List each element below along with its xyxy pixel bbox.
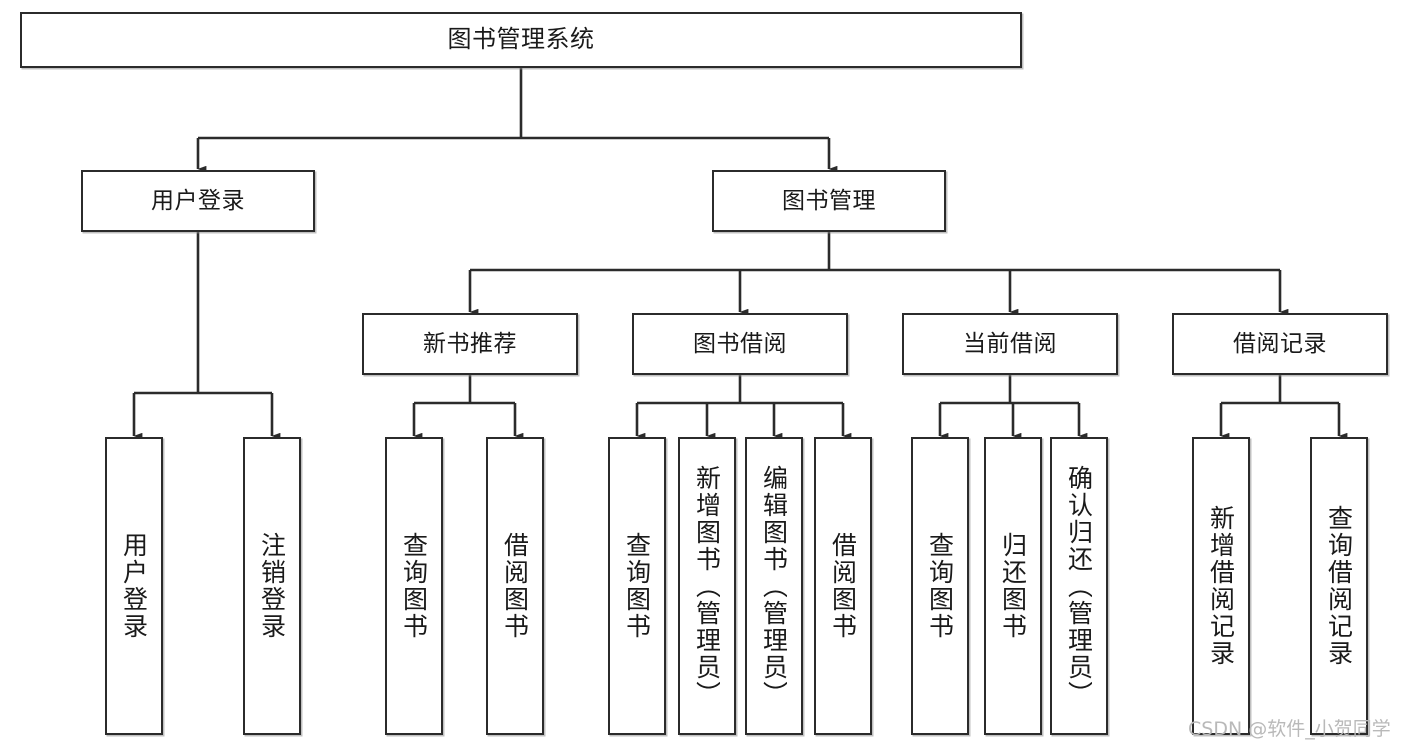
- node-label: 查询图书: [927, 532, 953, 640]
- node-label: 确认归还（管理员）: [1066, 464, 1092, 708]
- node-label: 借阅记录: [1233, 330, 1327, 357]
- node-leaf-add-book-admin[interactable]: 新增图书（管理员）: [678, 437, 736, 735]
- node-label: 编辑图书（管理员）: [761, 464, 787, 708]
- node-user-login[interactable]: 用户登录: [81, 170, 315, 232]
- node-book-borrowing[interactable]: 图书借阅: [632, 313, 848, 375]
- node-book-management[interactable]: 图书管理: [712, 170, 946, 232]
- node-leaf-query-books-borrow[interactable]: 查询图书: [608, 437, 666, 735]
- node-current-borrowing[interactable]: 当前借阅: [902, 313, 1118, 375]
- node-leaf-confirm-return-admin[interactable]: 确认归还（管理员）: [1050, 437, 1108, 735]
- node-leaf-query-books-current[interactable]: 查询图书: [911, 437, 969, 735]
- node-label: 注销登录: [259, 532, 285, 640]
- node-label: 查询图书: [624, 532, 650, 640]
- node-leaf-edit-book-admin[interactable]: 编辑图书（管理员）: [745, 437, 803, 735]
- node-label: 查询图书: [401, 532, 427, 640]
- node-label: 新增图书（管理员）: [694, 464, 720, 708]
- node-label: 借阅图书: [502, 532, 528, 640]
- node-label: 新增借阅记录: [1208, 505, 1234, 667]
- node-label: 图书管理系统: [447, 25, 595, 54]
- node-new-book-recommendation[interactable]: 新书推荐: [362, 313, 578, 375]
- node-label: 当前借阅: [963, 330, 1057, 357]
- node-label: 借阅图书: [830, 532, 856, 640]
- node-label: 用户登录: [121, 532, 147, 640]
- node-leaf-user-login[interactable]: 用户登录: [105, 437, 163, 735]
- node-leaf-borrow-books-new[interactable]: 借阅图书: [486, 437, 544, 735]
- node-label: 图书管理: [782, 187, 876, 214]
- node-label: 用户登录: [151, 187, 245, 214]
- node-leaf-borrow-books[interactable]: 借阅图书: [814, 437, 872, 735]
- node-leaf-query-borrow-record[interactable]: 查询借阅记录: [1310, 437, 1368, 735]
- node-label: 查询借阅记录: [1326, 505, 1352, 667]
- csdn-watermark: CSDN @软件_小贺同学: [1188, 718, 1391, 740]
- node-label: 归还图书: [1000, 532, 1026, 640]
- node-leaf-query-books-new[interactable]: 查询图书: [385, 437, 443, 735]
- node-label: 图书借阅: [693, 330, 787, 357]
- node-label: 新书推荐: [423, 330, 517, 357]
- node-leaf-return-books[interactable]: 归还图书: [984, 437, 1042, 735]
- node-root-book-management-system[interactable]: 图书管理系统: [20, 12, 1022, 68]
- node-borrowing-records[interactable]: 借阅记录: [1172, 313, 1388, 375]
- node-leaf-add-borrow-record[interactable]: 新增借阅记录: [1192, 437, 1250, 735]
- node-leaf-logout[interactable]: 注销登录: [243, 437, 301, 735]
